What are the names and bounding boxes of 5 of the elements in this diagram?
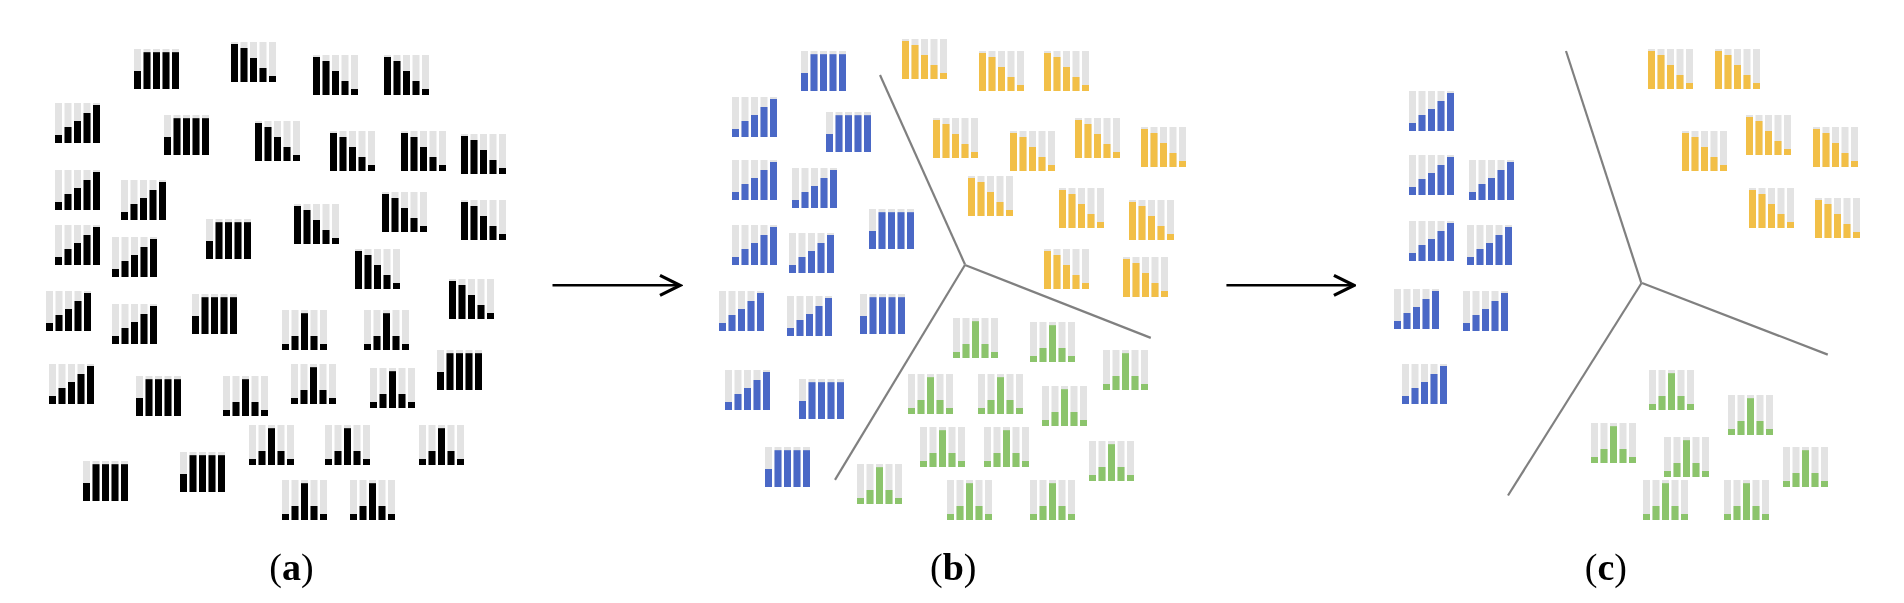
- arrow: [1226, 273, 1356, 297]
- arrow: [552, 273, 682, 297]
- panel-label: (c): [1584, 544, 1627, 589]
- panel-label: (a): [269, 544, 314, 589]
- panel-label: (b): [930, 544, 977, 589]
